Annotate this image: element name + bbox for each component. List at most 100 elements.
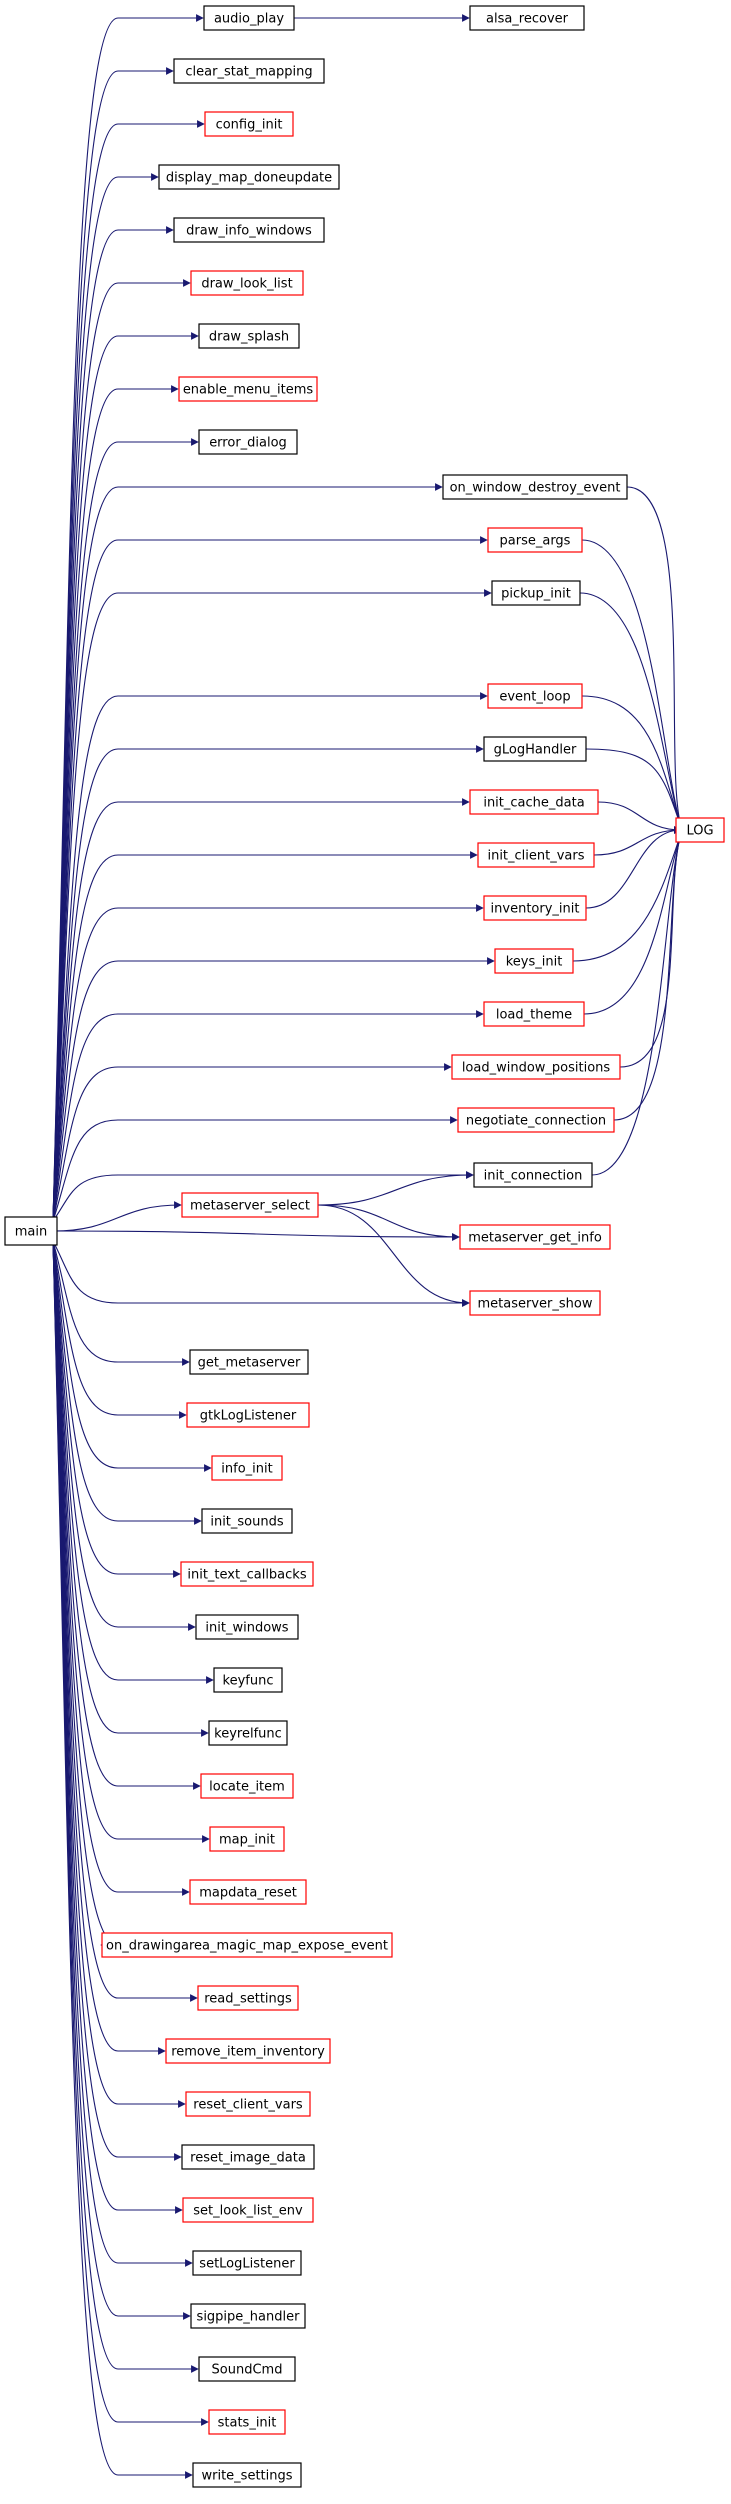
node-main[interactable]: main	[4, 1216, 58, 1246]
node-inventory_init[interactable]: inventory_init	[483, 895, 587, 921]
nodes-layer: main audio_play alsa_recover clear_stat_map…	[4, 5, 725, 2488]
edge-main-to-init_connection	[52, 1171, 474, 1222]
node-keys_init[interactable]: keys_init	[494, 948, 574, 974]
node-pickup_init[interactable]: pickup_init	[491, 580, 581, 606]
node-read_settings[interactable]: read_settings	[197, 1985, 299, 2011]
node-display_map_doneupdate[interactable]: display_map_doneupdate	[158, 164, 340, 190]
node-label: locate_item	[209, 1780, 285, 1795]
node-label: keys_init	[506, 955, 563, 970]
node-get_metaserver[interactable]: get_metaserver	[189, 1349, 309, 1375]
node-label: audio_play	[214, 12, 284, 27]
node-set_look_list_env[interactable]: set_look_list_env	[182, 2197, 314, 2223]
edge-main-to-init_client_vars	[52, 851, 478, 1222]
node-label: init_windows	[205, 1621, 288, 1636]
node-label: metaserver_select	[190, 1199, 310, 1214]
node-metaserver_show[interactable]: metaserver_show	[469, 1290, 601, 1316]
edge-event_loop-to-LOG	[581, 695, 684, 831]
node-box-setLogListener	[192, 2250, 302, 2276]
node-box-init_connection	[473, 1162, 593, 1188]
node-label: enable_menu_items	[183, 383, 314, 398]
node-negotiate_connection[interactable]: negotiate_connection	[457, 1107, 615, 1133]
node-box-set_look_list_env	[182, 2197, 314, 2223]
edge-main-to-init_text_callbacks	[52, 1240, 181, 1578]
node-label: read_settings	[204, 1992, 292, 2007]
node-box-SoundCmd	[198, 2356, 296, 2382]
edge-main-to-info_init	[52, 1240, 212, 1472]
node-label: load_theme	[496, 1008, 572, 1023]
node-load_window_positions[interactable]: load_window_positions	[451, 1054, 621, 1080]
node-metaserver_get_info[interactable]: metaserver_get_info	[459, 1224, 611, 1250]
edge-pickup_init-to-LOG	[579, 592, 684, 831]
node-label: init_sounds	[210, 1515, 284, 1530]
node-box-init_text_callbacks	[180, 1561, 314, 1587]
node-metaserver_select[interactable]: metaserver_select	[181, 1192, 319, 1218]
node-box-on_window_destroy_event	[442, 474, 628, 500]
node-setLogListener[interactable]: setLogListener	[192, 2250, 302, 2276]
node-init_client_vars[interactable]: init_client_vars	[477, 842, 595, 868]
node-info_init[interactable]: info_init	[211, 1455, 283, 1481]
node-map_init[interactable]: map_init	[209, 1826, 285, 1852]
node-draw_info_windows[interactable]: draw_info_windows	[173, 217, 325, 243]
node-label: init_cache_data	[483, 796, 584, 811]
node-box-gtkLogListener	[186, 1402, 310, 1428]
node-locate_item[interactable]: locate_item	[200, 1773, 294, 1799]
node-draw_look_list[interactable]: draw_look_list	[190, 270, 304, 296]
node-gtkLogListener[interactable]: gtkLogListener	[186, 1402, 310, 1428]
node-keyfunc[interactable]: keyfunc	[213, 1667, 283, 1693]
edge-main-to-locate_item	[52, 1240, 201, 1790]
node-alsa_recover[interactable]: alsa_recover	[469, 5, 585, 31]
node-parse_args[interactable]: parse_args	[487, 527, 583, 553]
node-label: init_connection	[484, 1169, 583, 1184]
node-error_dialog[interactable]: error_dialog	[198, 429, 298, 455]
node-box-draw_splash	[198, 323, 300, 349]
node-init_windows[interactable]: init_windows	[195, 1614, 299, 1640]
edge-parse_args-to-LOG	[581, 539, 684, 831]
edge-main-to-init_cache_data	[52, 798, 470, 1222]
edge-main-to-gtkLogListener	[52, 1240, 187, 1419]
node-init_sounds[interactable]: init_sounds	[201, 1508, 293, 1534]
node-keyrelfunc[interactable]: keyrelfunc	[208, 1720, 288, 1746]
node-SoundCmd[interactable]: SoundCmd	[198, 2356, 296, 2382]
node-LOG[interactable]: LOG	[675, 817, 725, 843]
edge-main-to-keyrelfunc	[52, 1240, 209, 1737]
node-box-draw_look_list	[190, 270, 304, 296]
node-label: negotiate_connection	[466, 1114, 606, 1129]
node-audio_play[interactable]: audio_play	[203, 5, 295, 31]
node-label: write_settings	[201, 2469, 292, 2484]
node-load_theme[interactable]: load_theme	[483, 1001, 585, 1027]
node-event_loop[interactable]: event_loop	[487, 683, 583, 709]
node-label: metaserver_get_info	[468, 1231, 602, 1246]
node-draw_splash[interactable]: draw_splash	[198, 323, 300, 349]
node-box-enable_menu_items	[178, 376, 318, 402]
edge-init_connection-to-LOG	[591, 829, 684, 1176]
node-on_window_destroy_event[interactable]: on_window_destroy_event	[442, 474, 628, 500]
node-on_drawingarea_magic_map_expose_event[interactable]: on_drawingarea_magic_map_expose_event	[101, 1932, 393, 1958]
node-label: draw_info_windows	[186, 224, 312, 239]
node-sigpipe_handler[interactable]: sigpipe_handler	[190, 2303, 306, 2329]
edge-main-to-metaserver_show	[52, 1240, 470, 1307]
node-enable_menu_items[interactable]: enable_menu_items	[178, 376, 318, 402]
node-stats_init[interactable]: stats_init	[208, 2409, 286, 2435]
node-init_connection[interactable]: init_connection	[473, 1162, 593, 1188]
node-box-LOG	[675, 817, 725, 843]
node-box-remove_item_inventory	[165, 2038, 331, 2064]
node-gLogHandler[interactable]: gLogHandler	[483, 736, 587, 762]
node-box-config_init	[204, 111, 294, 137]
edge-metaserver_select-to-init_connection	[317, 1171, 474, 1206]
node-remove_item_inventory[interactable]: remove_item_inventory	[165, 2038, 331, 2064]
node-init_text_callbacks[interactable]: init_text_callbacks	[180, 1561, 314, 1587]
node-clear_stat_mapping[interactable]: clear_stat_mapping	[173, 58, 325, 84]
node-config_init[interactable]: config_init	[204, 111, 294, 137]
node-label: init_client_vars	[487, 849, 584, 864]
node-write_settings[interactable]: write_settings	[192, 2462, 302, 2488]
edge-main-to-get_metaserver	[52, 1240, 190, 1366]
node-reset_client_vars[interactable]: reset_client_vars	[185, 2091, 311, 2117]
node-reset_image_data[interactable]: reset_image_data	[181, 2144, 315, 2170]
node-mapdata_reset[interactable]: mapdata_reset	[189, 1879, 307, 1905]
edge-main-to-init_sounds	[52, 1240, 202, 1525]
node-label: on_drawingarea_magic_map_expose_event	[106, 1939, 388, 1954]
node-box-error_dialog	[198, 429, 298, 455]
node-init_cache_data[interactable]: init_cache_data	[469, 789, 599, 815]
edge-main-to-on_window_destroy_event	[52, 483, 443, 1222]
